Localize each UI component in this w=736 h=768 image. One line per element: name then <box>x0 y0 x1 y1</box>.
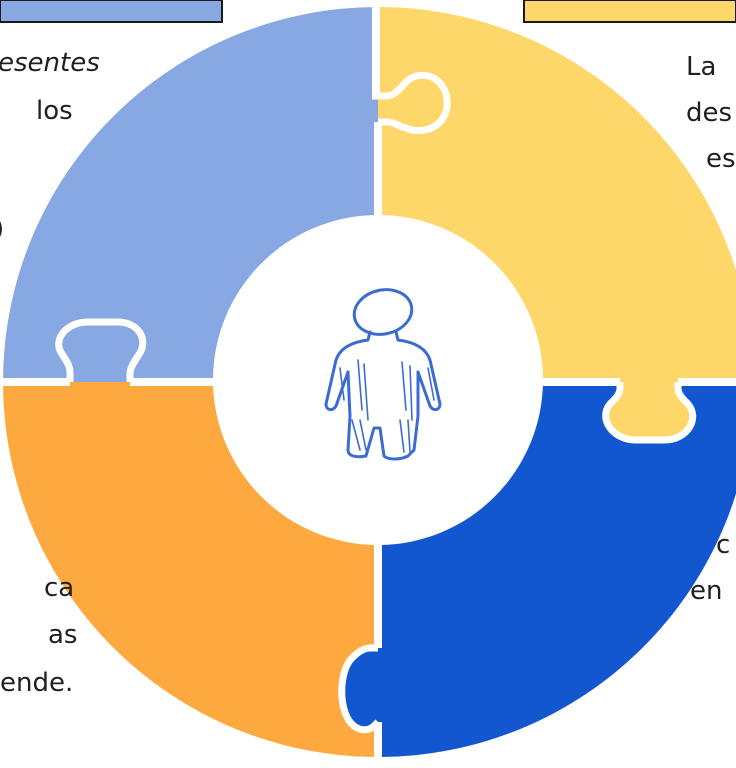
text-top-right-line2: des <box>686 98 733 128</box>
text-top-left-mark: ) <box>0 216 4 242</box>
top-left-banner <box>0 0 223 23</box>
text-bottom-right-line1: c <box>716 530 731 560</box>
puzzle-tab-top <box>378 75 448 131</box>
text-top-left-line2: los <box>36 96 73 126</box>
separator-left <box>3 378 70 386</box>
center-circle <box>213 215 543 545</box>
text-bottom-right-line2: en <box>690 576 723 606</box>
separator-left-knob <box>55 318 147 382</box>
puzzle-tab-bottom <box>341 648 378 730</box>
puzzle-tab-right <box>605 382 693 440</box>
text-top-left-line1: esentes <box>0 48 100 78</box>
separator-bottom-lower <box>374 722 382 757</box>
separator-bottom-knob <box>338 644 381 734</box>
separator-top <box>372 7 380 96</box>
separator-right-outer <box>678 378 736 386</box>
separator-top-knob <box>372 71 451 135</box>
text-bottom-left-line2: as <box>48 620 78 650</box>
text-top-right-line3: es <box>706 144 736 174</box>
text-bottom-left-line3: ende. <box>0 668 74 698</box>
puzzle-tab-left <box>58 322 143 382</box>
person-sketch-icon <box>324 288 442 461</box>
top-right-banner <box>523 0 736 23</box>
text-bottom-left-line1: ca <box>44 573 75 603</box>
text-top-right-line1: La <box>686 52 717 82</box>
separator-right-knob <box>602 382 697 444</box>
